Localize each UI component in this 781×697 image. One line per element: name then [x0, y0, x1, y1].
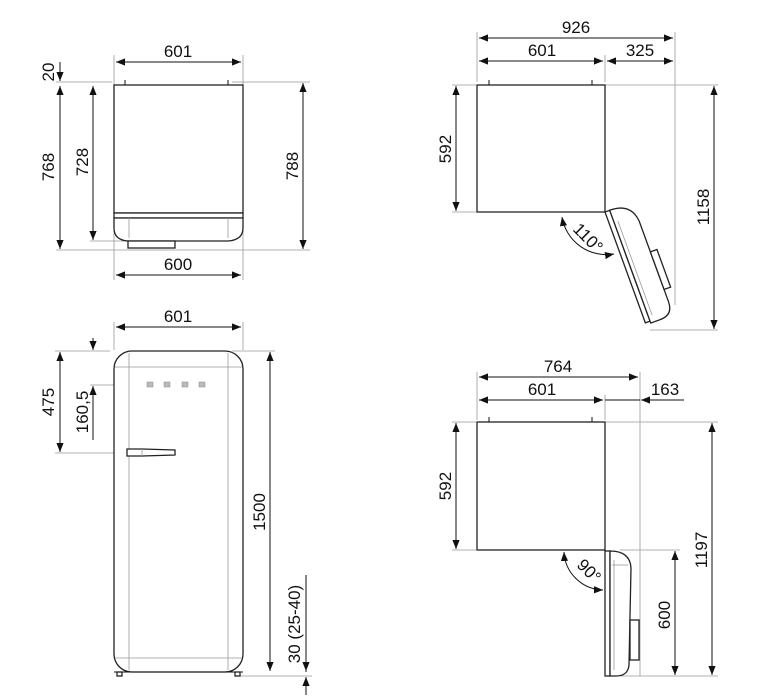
top-view-open-90: 90° 764 601 163 592 1197 600	[436, 357, 718, 677]
dim-926: 926	[562, 18, 590, 37]
door-open-90	[604, 550, 640, 677]
foot	[234, 671, 241, 677]
dim-768: 768	[39, 153, 58, 181]
dim-325: 325	[626, 41, 654, 60]
dim-600: 600	[655, 601, 674, 629]
front-view: 601 475 160,5 1500 30 (25-40)	[39, 307, 312, 695]
dim-601: 601	[528, 380, 556, 399]
dim-475: 475	[39, 388, 58, 416]
top-view-closed: 601 20 768 728 788 600	[39, 42, 310, 280]
dim-1158: 1158	[694, 189, 713, 226]
dim-1500: 1500	[250, 493, 269, 531]
angle-90: 90°	[573, 555, 605, 587]
logo	[146, 381, 206, 388]
door-top	[113, 217, 244, 242]
fridge-front	[113, 350, 244, 673]
angle-110: 110°	[569, 219, 606, 256]
dim-601: 601	[528, 41, 556, 60]
top-view-open-110: 110° 926 601 325 592 1158	[436, 18, 718, 331]
handle	[126, 448, 176, 457]
dim-1197: 1197	[692, 532, 711, 569]
foot	[116, 671, 123, 677]
fridge-body-top	[476, 84, 606, 213]
dim-592: 592	[436, 472, 455, 500]
dim-600: 600	[164, 255, 192, 274]
handle	[649, 248, 672, 291]
dim-163: 163	[651, 380, 679, 399]
fridge-body-top	[113, 84, 244, 214]
dim-788: 788	[283, 152, 302, 180]
dim-601: 601	[164, 42, 192, 61]
dim-30-feet: 30 (25-40)	[285, 585, 304, 663]
fridge-body-top	[476, 421, 606, 551]
dim-160-5: 160,5	[73, 391, 92, 434]
dim-601: 601	[164, 307, 192, 326]
dim-20: 20	[39, 63, 58, 82]
dim-592: 592	[436, 135, 455, 163]
door-open-110	[604, 207, 672, 324]
dim-728: 728	[73, 148, 92, 176]
handle	[629, 619, 640, 661]
handle	[127, 240, 176, 249]
dim-764: 764	[544, 357, 572, 376]
